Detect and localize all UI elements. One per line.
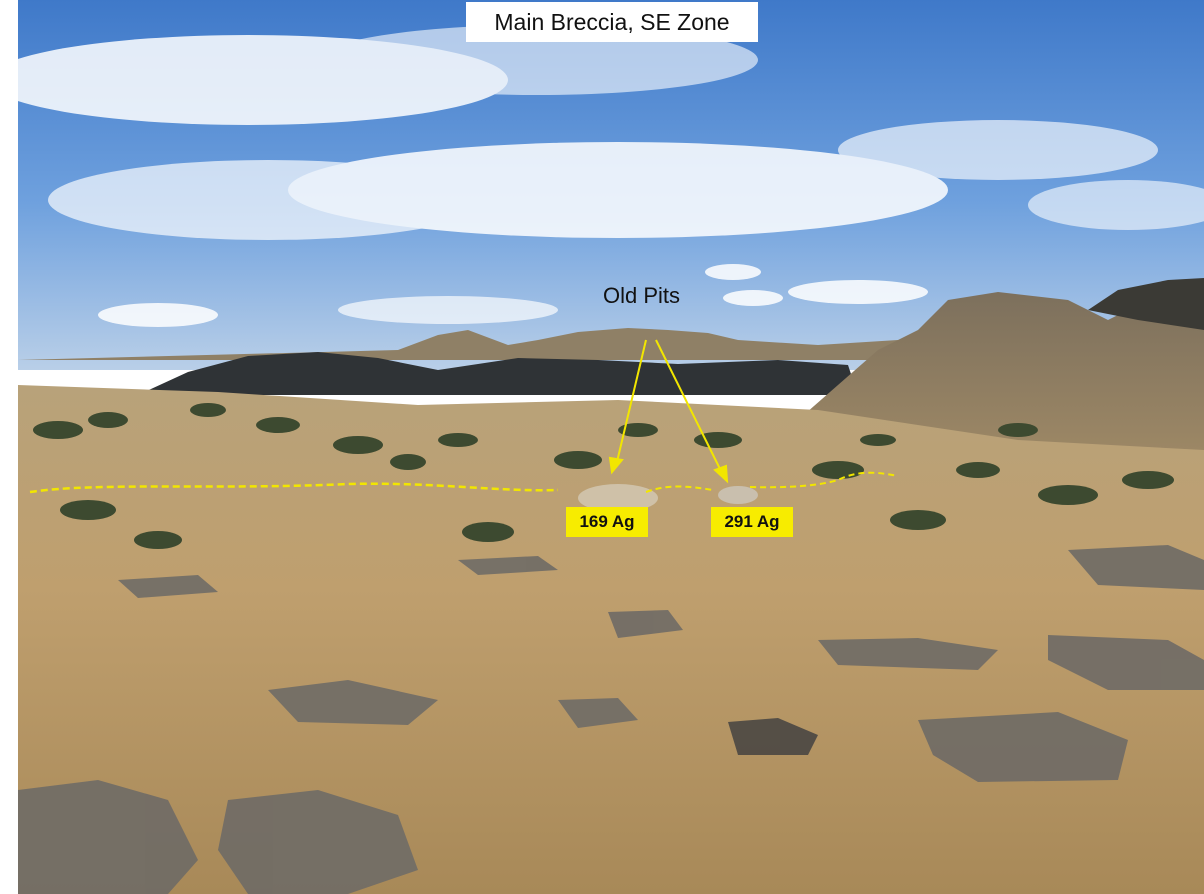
far-right-ridge bbox=[1088, 278, 1204, 330]
scrub-vegetation bbox=[33, 403, 1174, 549]
pit-area-right bbox=[718, 486, 758, 504]
sample-label-291-ag: 291 Ag bbox=[711, 507, 793, 537]
old-pits-label: Old Pits bbox=[603, 283, 681, 308]
sample-label-169-ag: 169 Ag bbox=[566, 507, 648, 537]
landscape-photo bbox=[18, 0, 1204, 894]
pit-arrows bbox=[608, 339, 729, 484]
rock-outcrops bbox=[18, 545, 1204, 894]
photo-title: Main Breccia, SE Zone bbox=[466, 2, 758, 42]
clouds bbox=[18, 25, 1204, 327]
distant-hills bbox=[18, 328, 918, 360]
pit-area bbox=[578, 484, 658, 512]
photo-scene bbox=[18, 0, 1204, 894]
breccia-contact-line-mid bbox=[645, 485, 714, 493]
breccia-contact-line-left bbox=[29, 482, 559, 494]
